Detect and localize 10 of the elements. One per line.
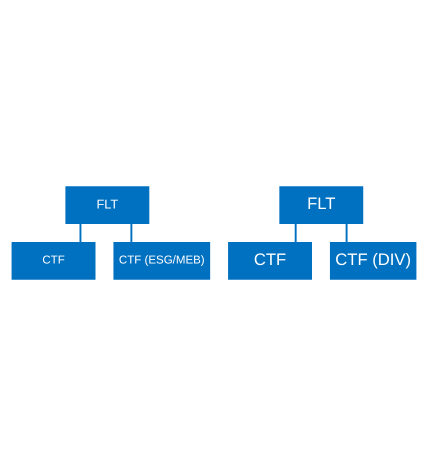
connector (80, 224, 82, 242)
node-box: CTF (12, 242, 96, 280)
node-box: CTF (DIV) (330, 242, 416, 280)
node-box: FLT (279, 186, 364, 224)
node-box: CTF (ESG/MEB) (113, 242, 210, 280)
connector (346, 224, 348, 242)
node-box: CTF (228, 242, 312, 280)
connector (294, 224, 297, 242)
node-box: FLT (65, 186, 150, 224)
connector (130, 224, 132, 242)
